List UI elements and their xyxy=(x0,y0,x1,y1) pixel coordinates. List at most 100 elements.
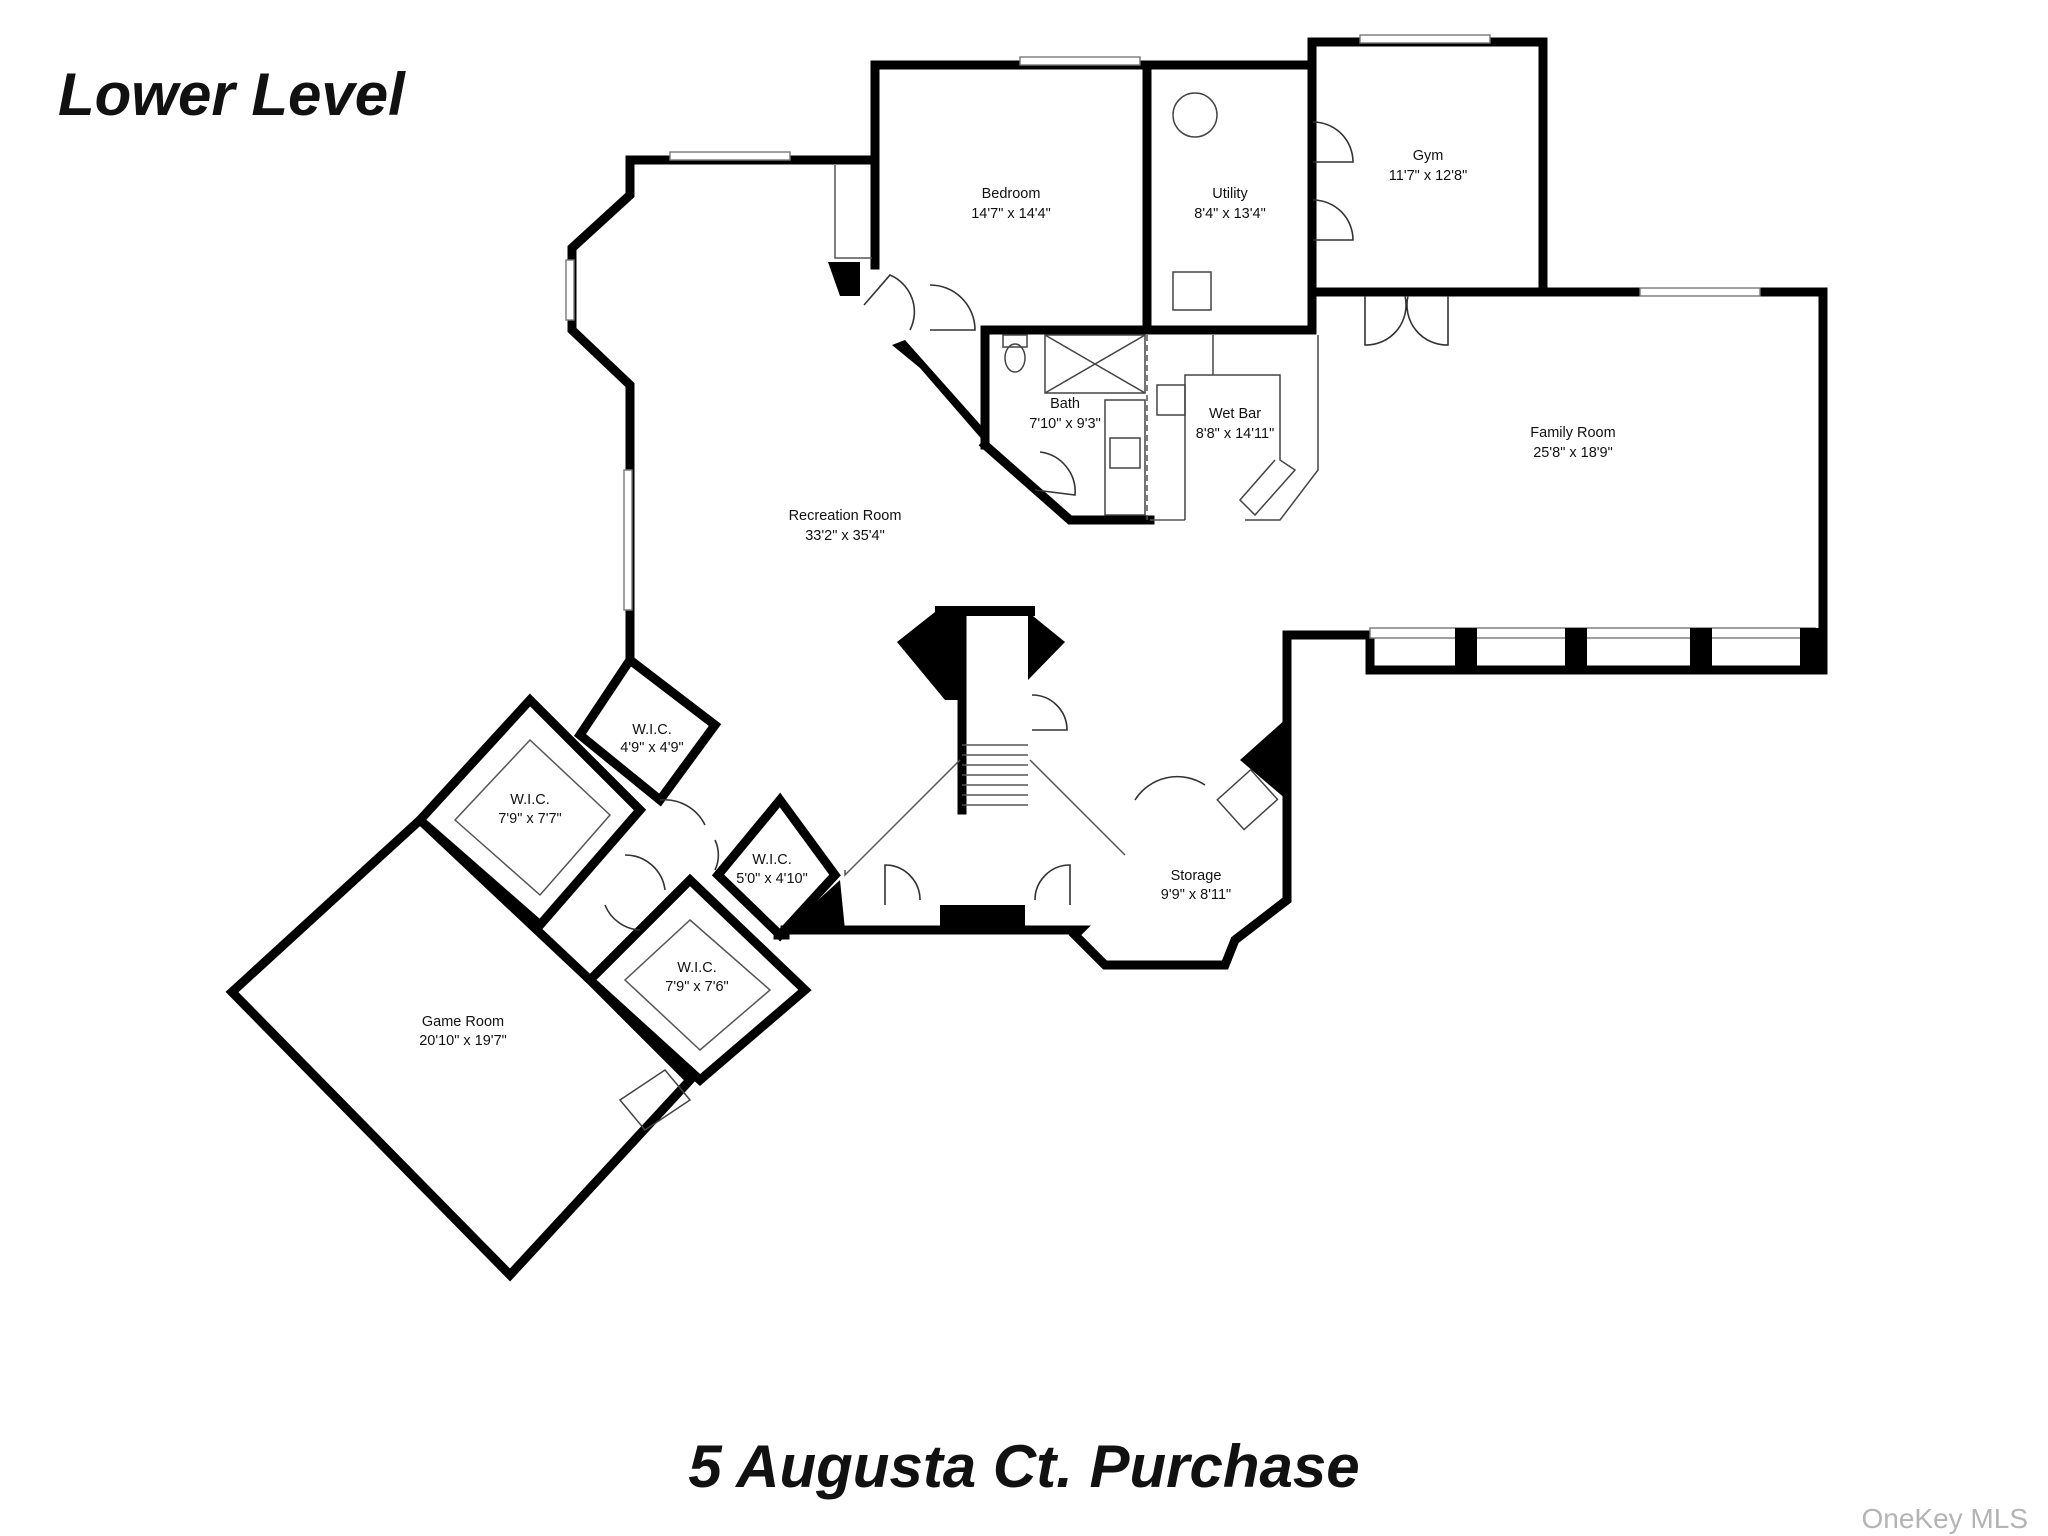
room-dims: 7'9" x 7'7" xyxy=(498,811,561,827)
wet-bar-back xyxy=(1245,335,1319,521)
room-name: Family Room xyxy=(1530,425,1615,441)
pilaster-2 xyxy=(1565,628,1587,668)
window-gym xyxy=(1359,34,1491,44)
room-name: W.I.C. xyxy=(632,722,671,738)
sink-wetbar xyxy=(1156,384,1186,416)
room-dims: 20'10" x 19'7" xyxy=(419,1033,507,1049)
window-family-south xyxy=(1369,627,1816,639)
room-name: W.I.C. xyxy=(510,792,549,808)
exterior-wall-main xyxy=(567,37,1828,970)
room-wic-3: W.I.C. 5'0" x 4'10" xyxy=(736,852,807,887)
room-bedroom: Bedroom 14'7" x 14'4" xyxy=(971,186,1051,222)
room-dims: 8'4" x 13'4" xyxy=(1194,206,1265,222)
room-wic-2: W.I.C. 7'9" x 7'7" xyxy=(498,792,561,827)
game-room-cabinet xyxy=(618,1069,692,1131)
wic-2-walls xyxy=(413,693,647,932)
room-dims: 7'10" x 9'3" xyxy=(1029,416,1100,432)
game-room-walls xyxy=(225,813,697,1282)
room-name: Storage xyxy=(1171,868,1222,884)
room-dims: 25'8" x 18'9" xyxy=(1533,445,1613,461)
utility-unit xyxy=(1172,271,1212,311)
property-address: 5 Augusta Ct. Purchase xyxy=(688,1433,1360,1500)
door-family-1 xyxy=(1364,295,1407,346)
room-bath: Bath 7'10" x 9'3" xyxy=(1029,396,1100,432)
storage-corner xyxy=(1240,718,1287,800)
door-bath xyxy=(1034,451,1076,496)
wall-corner-bedroom xyxy=(828,262,860,296)
room-recreation-room: Recreation Room 33'2" x 35'4" xyxy=(789,508,902,544)
level-title: Lower Level xyxy=(58,61,405,128)
window-rec-west-2 xyxy=(623,469,633,611)
room-storage: Storage 9'9" x 8'11" xyxy=(1161,868,1231,903)
fireplace-left xyxy=(897,612,960,700)
pilaster-1 xyxy=(1455,628,1477,668)
door-landing-2 xyxy=(1034,864,1071,905)
stair-treads xyxy=(962,744,1028,806)
room-dims: 5'0" x 4'10" xyxy=(736,871,807,887)
watermark: OneKey MLS xyxy=(1861,1503,2028,1534)
landing-right xyxy=(1029,759,1126,856)
room-name: Bedroom xyxy=(982,186,1041,202)
water-heater-icon xyxy=(1172,92,1218,138)
door-landing-1 xyxy=(884,864,921,905)
wet-bar-counter xyxy=(1184,374,1297,520)
door-game-room xyxy=(604,904,641,931)
vanity xyxy=(1104,399,1146,516)
door-stair xyxy=(1031,694,1068,731)
room-name: Bath xyxy=(1050,396,1080,412)
room-dims: 14'7" x 14'4" xyxy=(971,206,1051,222)
room-dims: 9'9" x 8'11" xyxy=(1161,887,1231,903)
window-bedroom xyxy=(1019,56,1141,66)
storage-sink xyxy=(1216,768,1279,831)
window-rec-north xyxy=(669,151,791,161)
toilet-tank xyxy=(1002,334,1028,348)
fireplace-right xyxy=(1028,612,1065,680)
closet-north xyxy=(834,165,872,259)
wic-3-walls xyxy=(711,792,841,942)
room-name: Utility xyxy=(1212,186,1248,202)
room-family-room: Family Room 25'8" x 18'9" xyxy=(1530,425,1615,461)
door-wic-3 xyxy=(714,839,720,871)
pilaster-3 xyxy=(1690,628,1712,668)
door-closet-diag xyxy=(863,274,916,331)
wic-4-walls xyxy=(583,873,812,1087)
room-dims: 7'9" x 7'6" xyxy=(665,979,728,995)
door-storage xyxy=(1134,775,1206,801)
room-name: Gym xyxy=(1413,148,1444,164)
door-gym-2 xyxy=(1312,199,1354,241)
wic-2-inner xyxy=(453,738,612,897)
room-dims: 33'2" x 35'4" xyxy=(805,528,885,544)
wall-diagonal-bath xyxy=(892,340,985,443)
door-bedroom xyxy=(929,284,976,331)
room-utility: Utility 8'4" x 13'4" xyxy=(1194,186,1265,222)
room-dims: 11'7" x 12'8" xyxy=(1389,168,1467,184)
wall-bath-lower xyxy=(978,438,1155,525)
room-wet-bar: Wet Bar 8'8" x 14'11" xyxy=(1196,406,1274,442)
room-wic-1: W.I.C. 4'9" x 4'9" xyxy=(620,722,683,756)
room-name: W.I.C. xyxy=(752,852,791,868)
room-name: W.I.C. xyxy=(677,960,716,976)
pilaster-4 xyxy=(1800,628,1825,673)
sink-bath xyxy=(1109,437,1141,469)
landing-left xyxy=(844,759,961,877)
fireplace-top xyxy=(935,606,1035,616)
room-wic-4: W.I.C. 7'9" x 7'6" xyxy=(665,960,728,995)
room-name: Recreation Room xyxy=(789,508,902,524)
door-family-2 xyxy=(1406,295,1449,346)
wic-4-inner xyxy=(623,918,772,1052)
room-game-room: Game Room 20'10" x 19'7" xyxy=(419,1014,507,1049)
door-gym-1 xyxy=(1312,121,1354,163)
room-gym: Gym 11'7" x 12'8" xyxy=(1389,148,1467,184)
landing-wall xyxy=(940,905,1025,933)
room-dims: 4'9" x 4'9" xyxy=(620,740,683,756)
shower-stall xyxy=(1044,334,1146,394)
room-dims: 8'8" x 14'11" xyxy=(1196,426,1274,442)
shower-x2 xyxy=(1044,334,1146,394)
toilet-icon xyxy=(1004,343,1026,373)
door-wic-2 xyxy=(624,854,666,891)
window-rec-west xyxy=(565,259,575,321)
room-name: Game Room xyxy=(422,1014,504,1030)
room-name: Wet Bar xyxy=(1209,406,1261,422)
